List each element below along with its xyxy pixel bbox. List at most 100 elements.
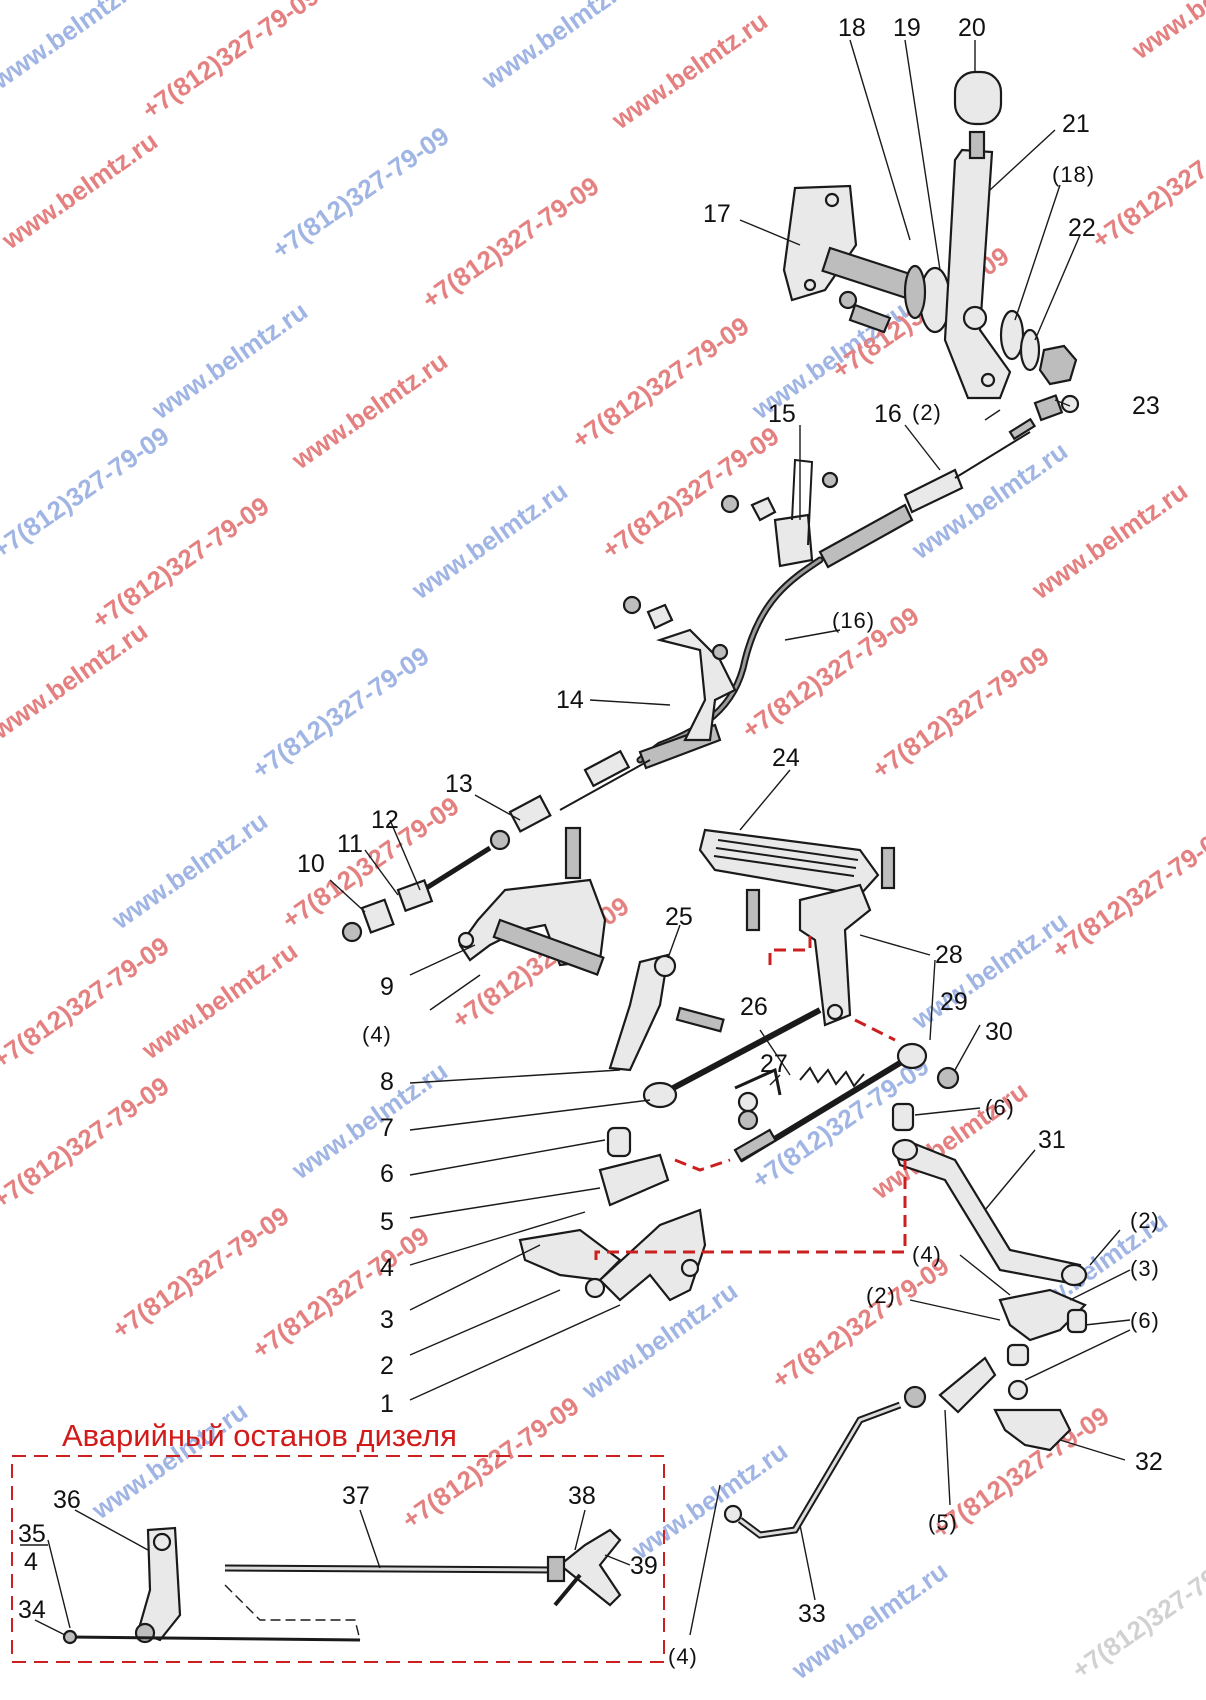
watermark: www.belmtz.ru xyxy=(285,1056,453,1186)
lever-8 xyxy=(608,953,670,1072)
watermark: www.belmtz.ru xyxy=(0,0,153,95)
spring-26 xyxy=(799,1066,865,1088)
bracket-36 xyxy=(136,1526,182,1642)
callout-35-den: 4 xyxy=(24,1548,38,1576)
nut-5b xyxy=(903,1385,927,1409)
leader xyxy=(589,699,671,706)
callout-39: 39 xyxy=(630,1552,658,1580)
rod-12 xyxy=(418,845,492,895)
callout-36: 36 xyxy=(53,1486,81,1514)
callout-26: 26 xyxy=(740,993,768,1021)
leader xyxy=(604,1554,631,1566)
rod-7 xyxy=(658,1007,822,1098)
knob-20 xyxy=(953,70,1003,126)
bolt-25 xyxy=(675,1006,725,1033)
leader xyxy=(909,1299,1001,1321)
lever-1-hole xyxy=(680,1258,700,1278)
callout-16-ref: (16) xyxy=(832,608,875,633)
leader xyxy=(667,924,681,959)
leader xyxy=(1069,1269,1131,1301)
watermark: +7(812)327-79-09 xyxy=(396,1391,584,1535)
watermark: +7(812)327-79-09 xyxy=(266,121,454,265)
callout-14: 14 xyxy=(556,686,584,714)
bolt-head xyxy=(711,643,729,661)
leader xyxy=(429,974,481,1011)
lever-21 xyxy=(943,148,1012,400)
leader xyxy=(409,1211,586,1266)
callout-25: 25 xyxy=(665,903,693,931)
washer-6 xyxy=(1007,1379,1029,1401)
leader xyxy=(47,1539,71,1629)
rod-7-eye xyxy=(642,1081,678,1109)
bolt-hole xyxy=(824,192,840,208)
lever-3b xyxy=(998,1288,1087,1342)
callout-16: 16 xyxy=(874,400,902,428)
handle-nut-38 xyxy=(546,1555,566,1583)
pedal-assembly xyxy=(457,826,896,1027)
leader xyxy=(74,1509,149,1551)
lever-1 xyxy=(598,1208,707,1302)
callout-4: 4 xyxy=(380,1254,394,1282)
watermark: +7(812)327-79-09 xyxy=(136,0,324,125)
leader xyxy=(409,1289,561,1356)
rod-31-eye-a xyxy=(891,1138,919,1162)
guide-3 xyxy=(768,930,812,965)
callout-1: 1 xyxy=(380,1390,394,1418)
connection-guides xyxy=(594,930,907,1260)
nut-small xyxy=(720,494,740,514)
leader xyxy=(739,769,791,831)
leader xyxy=(769,1074,781,1086)
leader xyxy=(989,129,1056,191)
nut-stack xyxy=(737,1109,759,1131)
watermark: www.belmtz.ru xyxy=(475,0,643,95)
bolt-24 xyxy=(745,888,761,932)
bracket-32 xyxy=(993,1408,1072,1452)
leader xyxy=(914,1107,981,1116)
watermark: +7(812)327-79-09 xyxy=(246,1221,434,1365)
cable-37-path xyxy=(224,1584,361,1641)
watermark: +7(812)327-79-09 xyxy=(1066,1541,1206,1685)
leader xyxy=(984,409,1001,421)
leader xyxy=(849,39,911,241)
bolt-head xyxy=(821,471,839,489)
callout-11: 11 xyxy=(337,830,363,858)
watermark: www.belmtz.ru xyxy=(605,6,773,136)
leader xyxy=(574,1509,586,1551)
callout-5: 5 xyxy=(380,1208,394,1236)
bracket-36-hole xyxy=(152,1532,172,1552)
watermark: www.belmtz.ru xyxy=(0,616,153,746)
rod-33-inner xyxy=(739,1403,901,1537)
lower-linkage xyxy=(518,953,1088,1539)
guide-2 xyxy=(674,1158,731,1172)
rod-29-thread xyxy=(733,1128,778,1162)
leader xyxy=(409,1099,651,1131)
fork-5 xyxy=(598,1153,670,1207)
bracket-shaft xyxy=(492,918,605,976)
callout-30: 30 xyxy=(985,1018,1013,1046)
bracket-hole xyxy=(457,931,475,949)
leader xyxy=(1034,234,1081,341)
guide-4 xyxy=(854,1018,896,1042)
watermark: +7(812)327-79-09 xyxy=(866,641,1054,785)
callout-9: 9 xyxy=(380,973,394,1001)
watermark: +7(812)327-79-09 xyxy=(246,641,434,785)
bracket-15-clip xyxy=(791,458,814,546)
cable-lower-rod xyxy=(559,759,651,811)
leader-lines xyxy=(329,39,1131,1636)
callout-10: 10 xyxy=(297,850,325,878)
watermark: +7(812)327-79-09 xyxy=(596,421,784,565)
coupler-13 xyxy=(508,794,552,833)
watermark: +7(812)327-79-09 xyxy=(736,601,924,745)
leader xyxy=(474,794,521,821)
callout-35: 35 xyxy=(18,1520,46,1548)
leader xyxy=(929,959,936,1041)
inset-frame xyxy=(11,1455,665,1663)
callout-7: 7 xyxy=(380,1114,394,1142)
emergency-stop-inset: Аварийный останов дизеля xyxy=(11,1418,665,1663)
callout-24: 24 xyxy=(772,744,800,772)
callout-15: 15 xyxy=(768,400,796,428)
handle-39 xyxy=(558,1528,622,1607)
pedal-ribs xyxy=(713,839,859,877)
callout-19: 19 xyxy=(893,14,921,42)
cable-ferrule xyxy=(818,503,914,569)
